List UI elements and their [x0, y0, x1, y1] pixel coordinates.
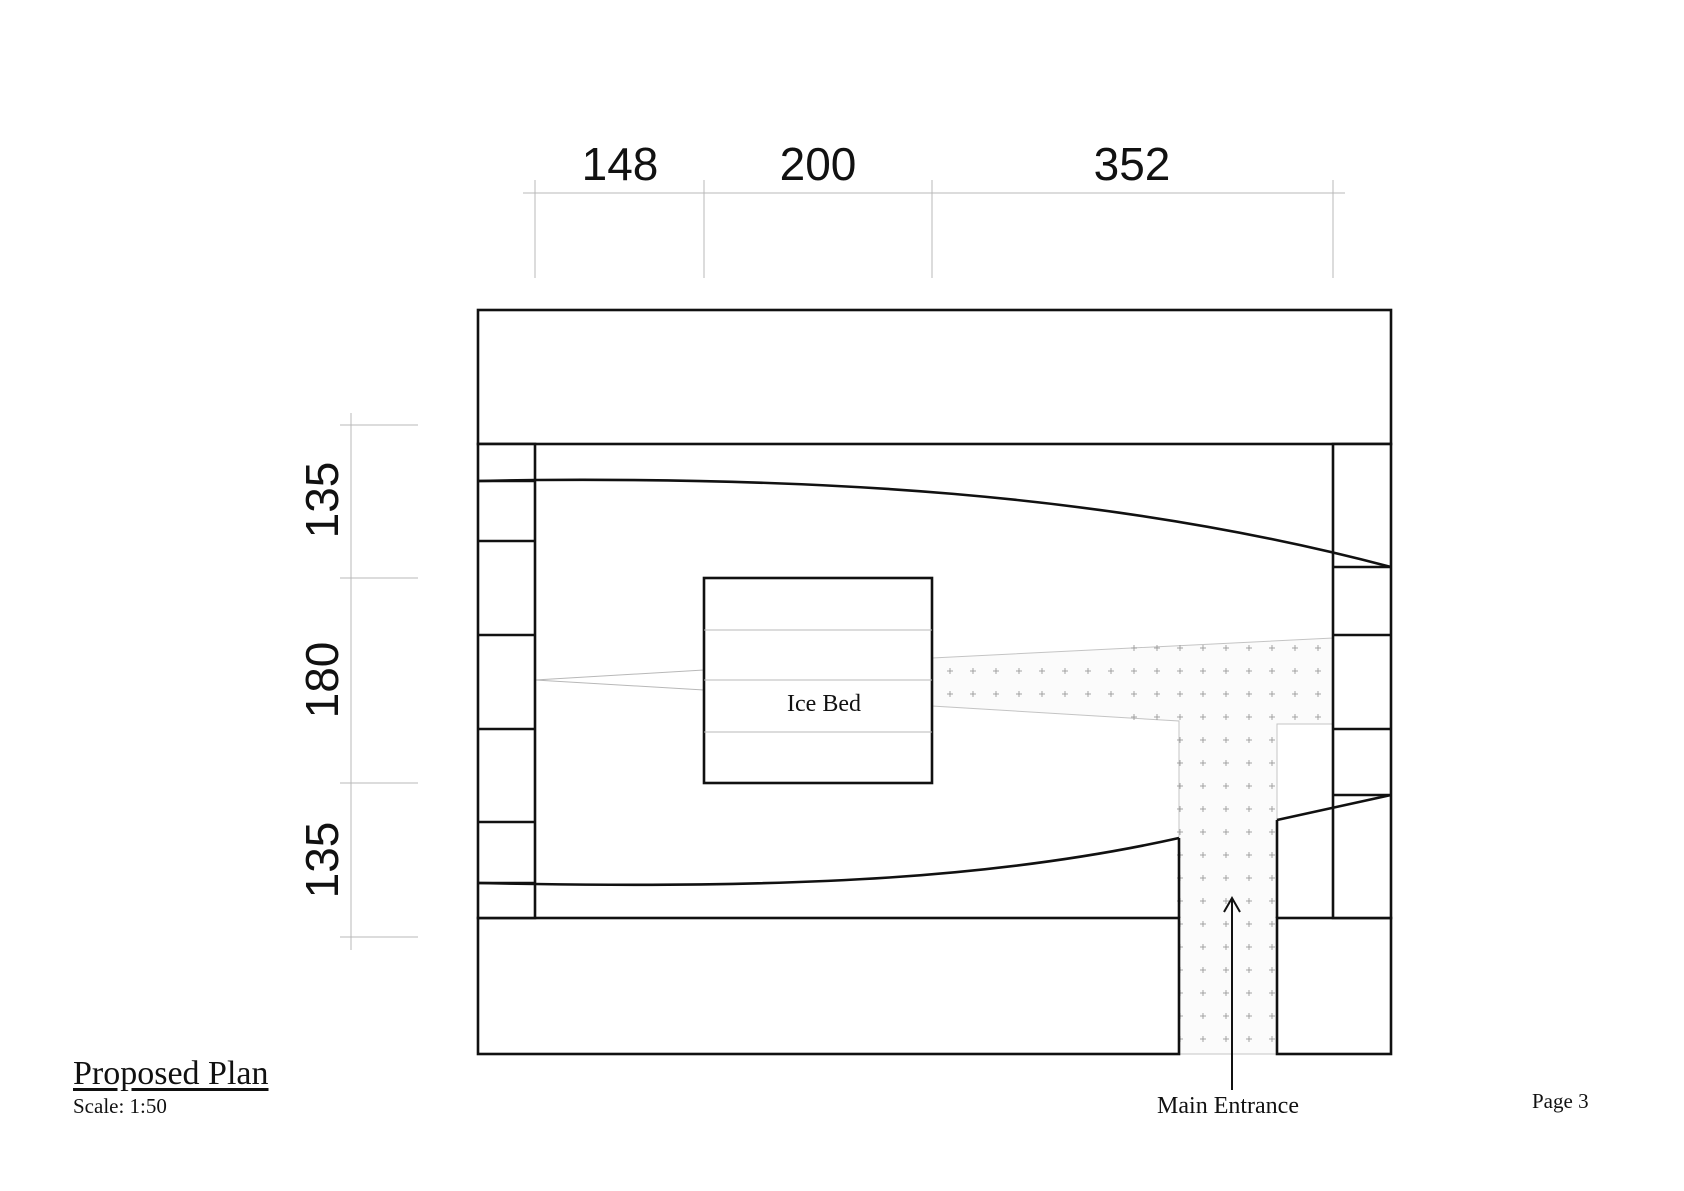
main-entrance-label: Main Entrance: [1157, 1093, 1299, 1119]
title-block: Proposed Plan Scale: 1:50: [73, 1055, 269, 1119]
drawing-title: Proposed Plan: [73, 1055, 269, 1092]
east-wall: [1331, 442, 1393, 920]
side-dimension-135-top: 135: [296, 462, 348, 539]
north-wall: [476, 308, 1393, 446]
west-wall: [476, 442, 537, 920]
side-dimension-line: 135 180 135: [296, 413, 418, 950]
top-dimension-line: 148 200 352: [523, 138, 1345, 278]
ice-bed: Ice Bed: [702, 576, 934, 785]
outer-walls: [476, 308, 1393, 1056]
main-entrance-annotation: Main Entrance: [1157, 895, 1299, 1119]
south-wall-east: [1275, 916, 1393, 1056]
top-dimension-352: 352: [1094, 138, 1171, 190]
drawing-scale: Scale: 1:50: [73, 1094, 167, 1119]
light-beam-lines: [534, 669, 705, 691]
side-dimension-180: 180: [296, 642, 348, 719]
side-dimension-135-bottom: 135: [296, 822, 348, 899]
east-wall-blocks: [1333, 565, 1391, 797]
curved-interior-walls: [477, 478, 1392, 918]
page-number: Page 3: [1532, 1089, 1589, 1113]
ice-bed-label: Ice Bed: [787, 691, 861, 717]
top-dimension-200: 200: [780, 138, 857, 190]
entrance-arrow-head: [1223, 895, 1241, 913]
south-wall-west: [476, 916, 1181, 1056]
top-dimension-148: 148: [582, 138, 659, 190]
